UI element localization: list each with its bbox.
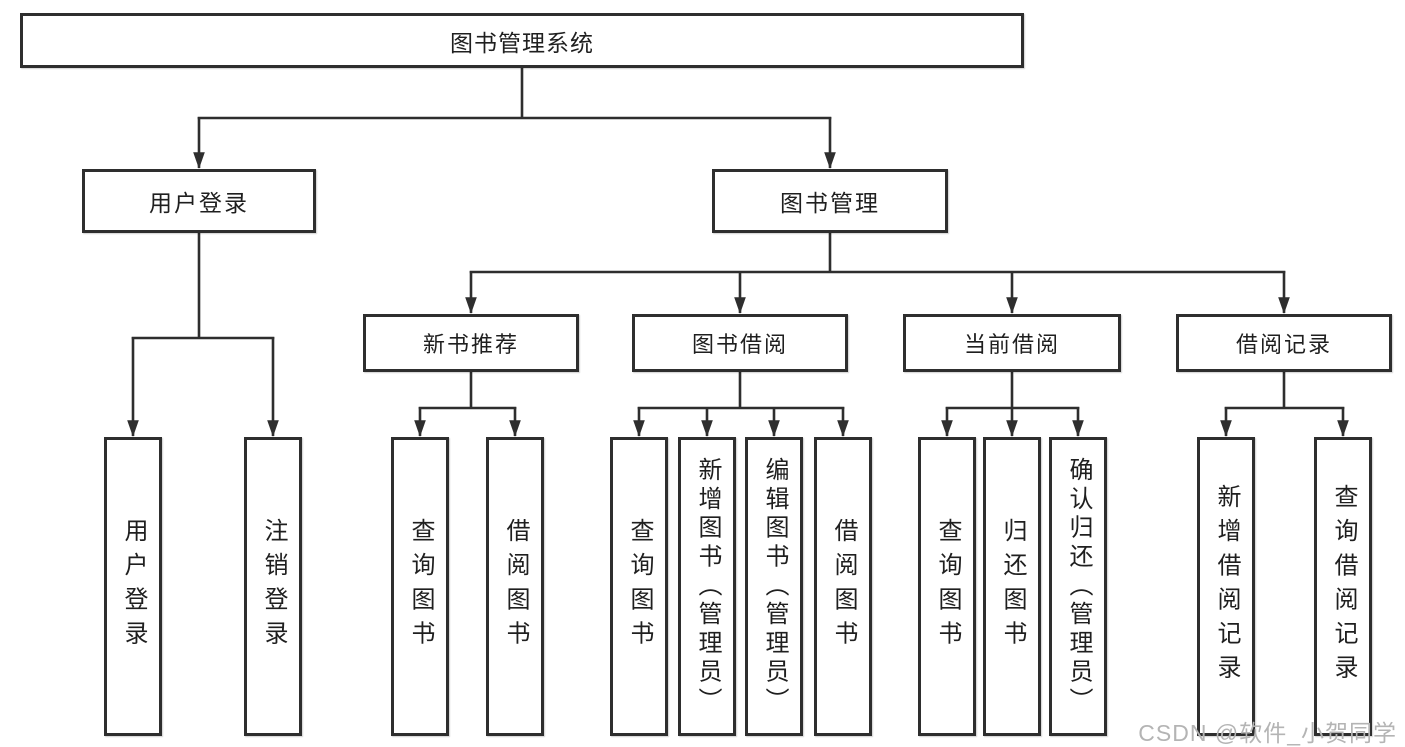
leaf-query-books-current: 查询图书 [918,437,976,736]
node-label: 图书管理系统 [450,29,594,56]
leaf-edit-books-admin: 编辑图书（管理员） [745,437,803,736]
node-label: 当前借阅 [963,332,1060,357]
node-label: 查询借阅记录 [1330,484,1357,689]
node-current-borrowing: 当前借阅 [903,314,1121,372]
node-book-management-branch: 图书管理 [712,169,948,233]
node-library-management-system: 图书管理系统 [20,13,1024,68]
leaf-borrow-books-recommend: 借阅图书 [486,437,544,736]
node-label: 查询图书 [934,518,961,655]
node-label: 确认归还（管理员） [1065,456,1092,717]
node-label: 借阅记录 [1235,332,1332,357]
node-label: 新增借阅记录 [1213,484,1240,689]
node-label: 用户登录 [120,518,147,655]
node-label: 借阅图书 [830,518,857,655]
node-borrowing-records: 借阅记录 [1176,314,1392,372]
leaf-query-books-borrow: 查询图书 [610,437,668,736]
node-label: 查询图书 [626,518,653,655]
leaf-query-books-recommend: 查询图书 [391,437,449,736]
node-label: 图书管理 [780,190,880,216]
leaf-query-borrow-record: 查询借阅记录 [1314,437,1372,736]
node-label: 注销登录 [260,518,287,655]
leaf-confirm-return-admin: 确认归还（管理员） [1049,437,1107,736]
node-new-book-recommendation: 新书推荐 [363,314,579,372]
leaf-user-login: 用户登录 [104,437,162,736]
node-label: 查询图书 [407,518,434,655]
node-book-borrowing: 图书借阅 [632,314,848,372]
node-label: 借阅图书 [502,518,529,655]
node-label: 用户登录 [149,190,249,216]
node-label: 新增图书（管理员） [694,456,721,717]
leaf-return-books: 归还图书 [983,437,1041,736]
leaf-add-borrow-record: 新增借阅记录 [1197,437,1255,736]
leaf-add-books-admin: 新增图书（管理员） [678,437,736,736]
node-label: 归还图书 [999,518,1026,655]
node-user-login-branch: 用户登录 [82,169,316,233]
leaf-borrow-books: 借阅图书 [814,437,872,736]
node-label: 新书推荐 [422,332,519,357]
node-label: 图书借阅 [691,332,788,357]
leaf-logout: 注销登录 [244,437,302,736]
node-label: 编辑图书（管理员） [761,456,788,717]
